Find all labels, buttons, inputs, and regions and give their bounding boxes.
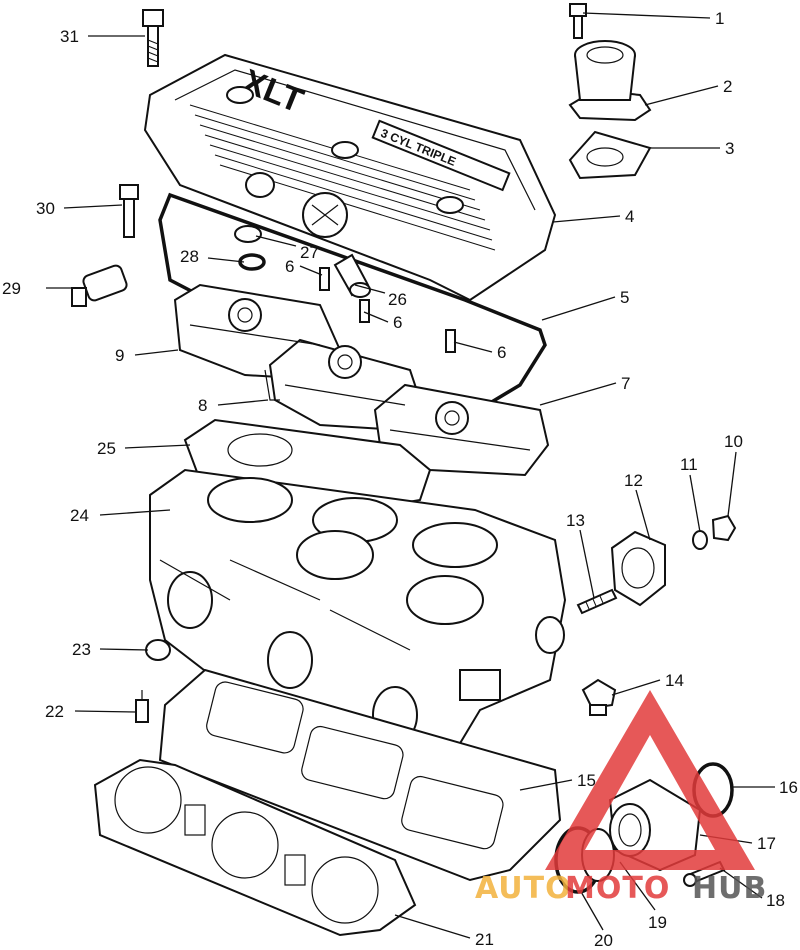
dowel-pin-b: [359, 299, 370, 323]
callout-23: 23: [72, 640, 91, 659]
bolt-30: [119, 184, 139, 238]
nut-10: [711, 514, 737, 542]
callout-28: 28: [180, 247, 199, 266]
temperature-sensor: [71, 264, 128, 307]
lower-gasket: [93, 758, 417, 937]
callout-6c: 6: [497, 343, 506, 362]
plug-14: [581, 678, 617, 716]
cap-23: [145, 639, 171, 661]
callout-1: 1: [715, 9, 724, 28]
callout-30: 30: [36, 199, 55, 218]
leader-lines: [46, 12, 775, 939]
callout-26: 26: [388, 290, 407, 309]
callout-12: 12: [624, 471, 643, 490]
callout-10: 10: [724, 432, 743, 451]
callout-27: 27: [300, 243, 319, 262]
watermark-auto: AUTO: [475, 871, 572, 906]
exhaust-connector: [608, 778, 702, 872]
callout-numbers: 1 2 3 4 5 6 6 6 7 8 9 10 11 12 13 14 15 …: [2, 9, 798, 950]
callout-4: 4: [625, 207, 634, 226]
callout-31: 31: [60, 27, 79, 46]
washer-27: [234, 225, 262, 243]
callout-13: 13: [566, 511, 585, 530]
outlet-gasket: [568, 130, 652, 180]
callout-21: 21: [475, 930, 494, 949]
callout-8: 8: [198, 396, 207, 415]
callout-2: 2: [723, 77, 732, 96]
callout-18: 18: [766, 891, 785, 910]
washer-11: [692, 530, 708, 550]
callout-14: 14: [665, 671, 684, 690]
callout-20: 20: [594, 931, 613, 950]
automotohub-watermark: AUTO MOTO HUB: [475, 690, 767, 906]
hose-fitting: [333, 253, 371, 298]
dowel-pin-c: [445, 329, 456, 353]
callout-3: 3: [725, 139, 734, 158]
callout-15: 15: [577, 771, 596, 790]
callout-9: 9: [115, 346, 124, 365]
callout-6a: 6: [285, 257, 294, 276]
callout-22: 22: [45, 702, 64, 721]
dowel-pin-a: [319, 267, 330, 291]
callout-17: 17: [757, 834, 776, 853]
callout-16: 16: [779, 778, 798, 797]
callout-5: 5: [620, 288, 629, 307]
cover-gasket: [158, 192, 547, 417]
callout-11: 11: [680, 455, 698, 474]
watermark-hub: HUB: [692, 871, 767, 906]
callout-7: 7: [621, 374, 630, 393]
stud-13: [576, 588, 618, 615]
bolt-31: [142, 9, 164, 67]
callout-29: 29: [2, 279, 21, 298]
bolt-1: [569, 3, 587, 39]
fitting-22: [135, 690, 149, 723]
callout-6b: 6: [393, 313, 402, 332]
watermark-moto: MOTO: [565, 871, 670, 906]
head-cover: XLT 3 CYL TRIPLE: [143, 53, 557, 302]
cylinder-heads: [173, 283, 550, 477]
callout-25: 25: [97, 439, 116, 458]
callout-24: 24: [70, 506, 89, 525]
callout-19: 19: [648, 913, 667, 932]
outlet-housing: [568, 40, 652, 122]
side-cover-plate: [610, 530, 666, 607]
watermark-triangle: [545, 690, 755, 870]
